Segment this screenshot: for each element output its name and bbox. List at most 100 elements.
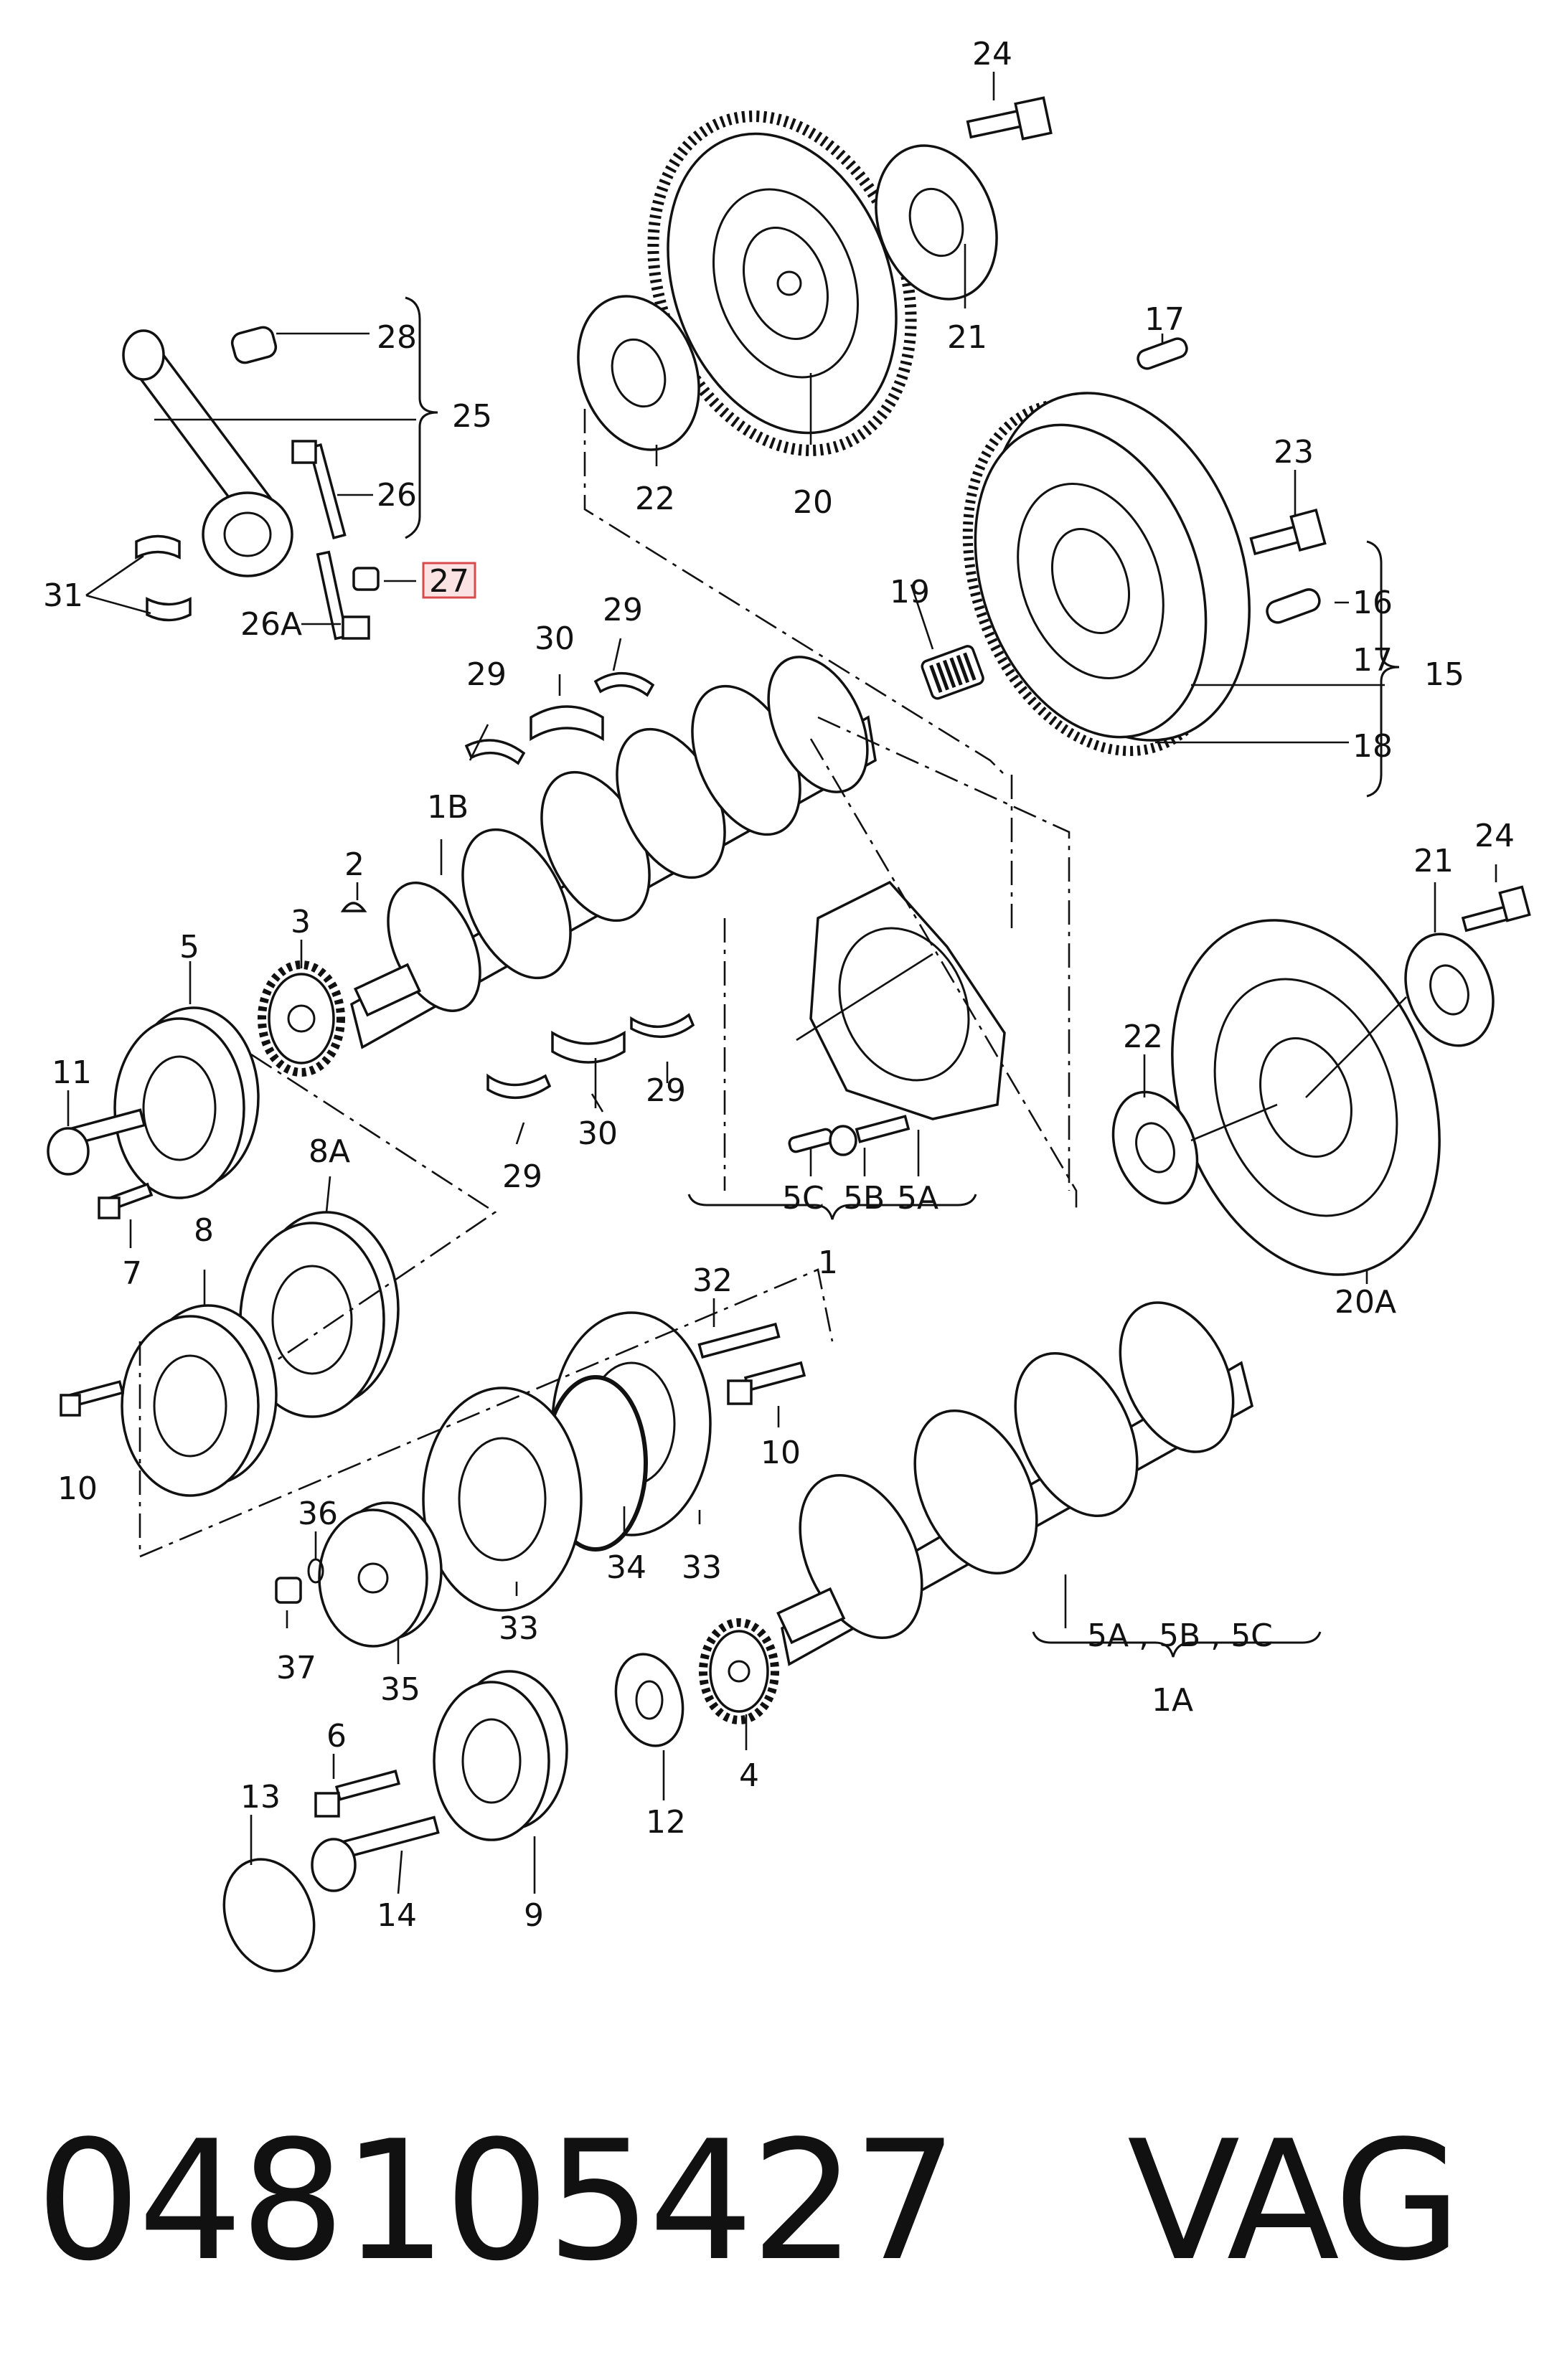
bolt-7-drawing [98,1182,154,1219]
pulley-5-drawing [113,1006,260,1199]
key-2-drawing [340,902,367,912]
callout-6: 6 [326,1718,347,1755]
shim-plate-21-top-drawing [875,144,998,301]
damper-33-34-drawing [422,1311,712,1612]
sprocket-4-drawing [699,1618,779,1724]
crankshaft-1B-drawing [349,656,877,1049]
callout-10-right: 10 [761,1435,801,1471]
callout-27-highlight-box [422,562,476,599]
pulley-9-drawing [433,1670,568,1841]
callout-21-right: 21 [1413,843,1454,879]
crankshaft-1A-drawing [776,1301,1254,1666]
bolt-24-right-drawing [1461,885,1531,932]
callout-29-top-left: 29 [466,656,507,693]
connecting-rod-25-drawing [122,326,293,577]
callout-25: 25 [452,398,492,435]
bearing-shells-31-drawing [135,534,192,622]
callout-1A: 1A [1152,1682,1193,1719]
callout-27: 27 [429,563,469,600]
nut-37-washer-36-drawing [275,1558,324,1604]
needle-bearing-19-drawing [921,645,984,700]
callout-5: 5 [179,929,199,965]
callout-35: 35 [380,1671,420,1708]
part-number: 048105427 [36,2106,958,2298]
callout-21-top: 21 [947,319,987,356]
assembly-lines [138,409,1407,1558]
callout-23: 23 [1274,434,1314,471]
callout-16: 16 [1352,585,1393,621]
flange-5A-drawing [809,880,1006,1120]
pulley-8-drawing [121,1304,278,1497]
callout-12: 12 [646,1804,686,1841]
callout-24-right: 24 [1474,818,1515,854]
pin-bolt-5C-5B-drawing [788,1115,911,1156]
callout-9: 9 [524,1897,544,1934]
bolt-11-drawing [47,1108,146,1176]
shim-plate-21-right-drawing [1404,932,1495,1047]
callout-29-lower-right: 29 [646,1072,686,1109]
callout-18: 18 [1352,728,1393,765]
bolt-6-drawing [314,1770,401,1818]
pin-16-drawing [1266,588,1321,624]
bolt-10-left-drawing [60,1380,125,1417]
part-caption: 048105427 VAG [36,2095,1543,2310]
exploded-parts-diagram: 24 21 20 22 17 23 16 17 1 5 18 19 28 25 2… [43,36,1531,1973]
callout-20A: 20A [1335,1284,1396,1321]
callout-31: 31 [43,577,83,614]
bolt-10-right-drawing [727,1361,806,1405]
sprocket-3-drawing [258,960,345,1077]
bolt-23-drawing [1249,509,1327,556]
callout-4: 4 [739,1757,759,1794]
callout-11: 11 [52,1054,92,1091]
bolt-26A-drawing [316,550,370,641]
callout-1B: 1B [427,789,469,826]
callout-10-left: 10 [57,1470,98,1507]
callout-5B: 5B [843,1180,885,1217]
callout-1: 1 [818,1245,838,1281]
callout-34: 34 [606,1549,646,1586]
bolt-14-drawing [311,1815,440,1892]
callout-labels: 24 21 20 22 17 23 16 17 1 5 18 19 28 25 2… [43,36,1515,1934]
pin-17-drawing [1137,337,1188,370]
callout-33-right: 33 [682,1549,722,1586]
callout-5A-5B-5C: 5A , 5B , 5C [1087,1618,1273,1654]
brand-name: VAG [1127,2106,1462,2298]
callout-29-lower-left: 29 [502,1158,542,1195]
callout-30-top: 30 [535,620,575,657]
dual-mass-flywheel-15-drawing [962,392,1251,757]
callout-8: 8 [194,1212,214,1249]
bearing-shells-29-30-drawing [464,672,695,1099]
callout-36: 36 [298,1496,338,1532]
callout-19: 19 [890,574,930,610]
callout-14: 14 [377,1897,417,1934]
pulley-8A-drawing [239,1211,400,1418]
callout-26A: 26A [240,606,302,643]
callout-30-lower: 30 [578,1115,618,1152]
callout-33-left: 33 [499,1610,539,1647]
flywheel-20-drawing [647,110,917,456]
shim-plate-22-right-drawing [1111,1090,1199,1205]
callout-5A: 5A [897,1180,938,1217]
callout-29-top-right: 29 [603,592,643,628]
callout-17-top: 17 [1144,301,1185,338]
callout-13: 13 [240,1779,281,1815]
hub-35-drawing [318,1501,443,1648]
callout-26: 26 [377,477,417,514]
callout-28: 28 [377,319,417,356]
callout-20: 20 [793,484,833,521]
bolt-32-drawing [697,1322,781,1359]
brackets [405,296,1400,1658]
callout-22-right: 22 [1123,1019,1163,1055]
callout-8A: 8A [309,1133,350,1170]
bolt-26-drawing [291,440,347,539]
callout-7: 7 [122,1255,142,1292]
nut-27-drawing [352,567,380,591]
callout-24-top: 24 [972,36,1012,72]
shim-plate-22-top-drawing [577,295,700,451]
bolt-24-top-drawing [966,96,1053,141]
callout-22-top: 22 [635,481,675,517]
cap-13-drawing [222,1858,316,1973]
callout-3: 3 [291,904,311,940]
callout-17-right: 17 [1352,642,1393,679]
callout-5C: 5C [782,1180,824,1217]
